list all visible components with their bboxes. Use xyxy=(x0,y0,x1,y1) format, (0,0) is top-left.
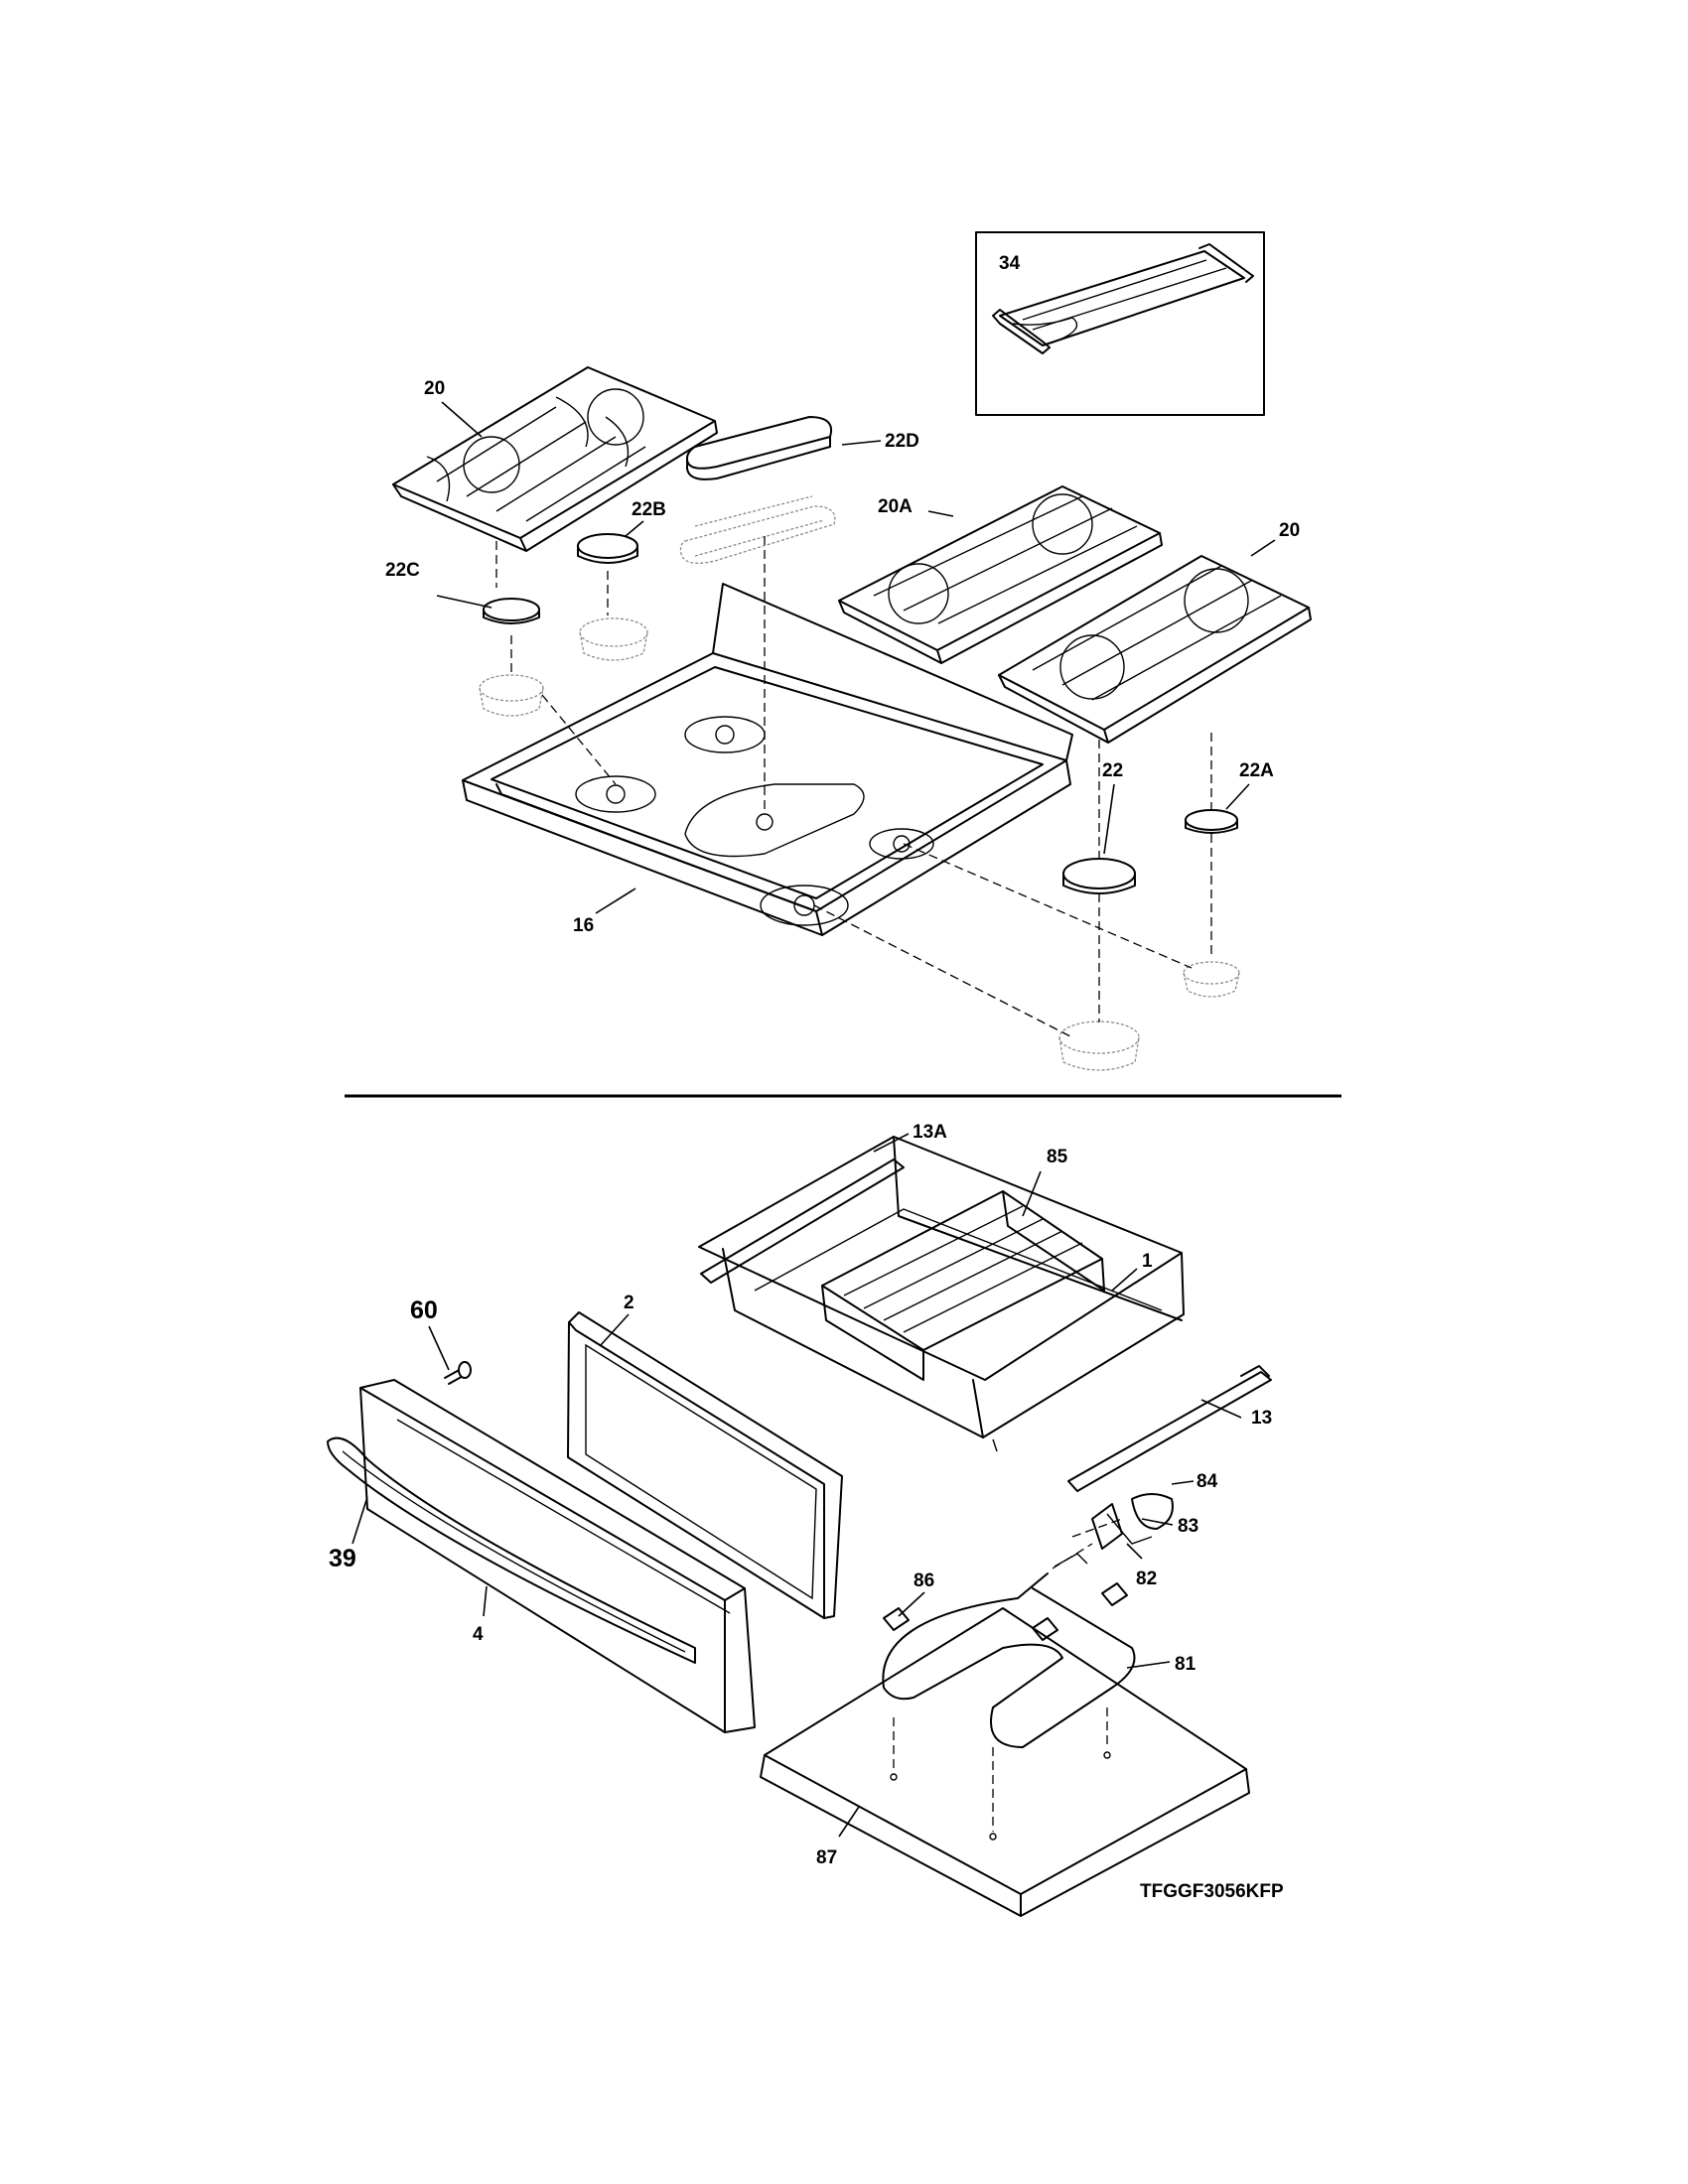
element-bracket-83-82-84 xyxy=(1091,1493,1174,1550)
grate-left xyxy=(392,366,718,552)
callout-81: 81 xyxy=(1175,1654,1196,1675)
callout-16: 16 xyxy=(573,915,594,936)
callout-39: 39 xyxy=(329,1545,356,1572)
griddle-inset xyxy=(975,231,1265,416)
drawer-bottom-87 xyxy=(760,1607,1250,1917)
callout-86: 86 xyxy=(914,1570,934,1591)
handle-39 xyxy=(327,1436,696,1664)
callout-20-left: 20 xyxy=(424,378,445,399)
callout-84: 84 xyxy=(1196,1471,1218,1492)
slide-13 xyxy=(1067,1365,1272,1492)
callout-87: 87 xyxy=(816,1847,837,1868)
caps-right xyxy=(1058,809,1240,1071)
callout-82: 82 xyxy=(1136,1569,1157,1589)
callout-22b: 22B xyxy=(632,499,666,520)
callout-13a: 13A xyxy=(913,1122,947,1143)
callout-1: 1 xyxy=(1142,1251,1153,1272)
callout-20-right: 20 xyxy=(1279,520,1300,541)
alignment-lines-top xyxy=(495,536,1212,1038)
door-liner-2 xyxy=(567,1311,843,1619)
grate-20a xyxy=(838,485,1163,664)
oval-cap-22d xyxy=(679,415,836,564)
callout-labels: 34 20 22D 22B 20A 20 22C 22 22A 16 13A 8… xyxy=(329,253,1300,1902)
callout-34: 34 xyxy=(999,253,1021,274)
callout-2: 2 xyxy=(624,1293,634,1313)
callout-22d: 22D xyxy=(885,431,919,452)
screw-60 xyxy=(444,1361,472,1385)
callout-20a: 20A xyxy=(878,496,913,517)
callout-85: 85 xyxy=(1047,1147,1068,1167)
grate-right xyxy=(998,555,1312,744)
callout-4: 4 xyxy=(473,1624,484,1645)
element-clips-86 xyxy=(883,1582,1128,1641)
caps-left xyxy=(479,533,648,717)
slide-13a xyxy=(700,1159,905,1284)
leader-lines xyxy=(352,401,1276,1838)
drawer-front-4 xyxy=(359,1379,756,1733)
callout-22a: 22A xyxy=(1239,760,1274,781)
cooktop-16 xyxy=(462,583,1073,936)
callout-60: 60 xyxy=(410,1297,438,1324)
callout-13: 13 xyxy=(1251,1408,1272,1429)
oven-rack-85 xyxy=(821,1190,1105,1381)
callout-22c: 22C xyxy=(385,560,420,581)
model-number: TFGGF3056KFP xyxy=(1140,1881,1284,1902)
alignment-lines-bottom xyxy=(1052,1518,1123,1570)
callout-22: 22 xyxy=(1102,760,1123,781)
drawer-body-1 xyxy=(698,1136,1185,1452)
callout-83: 83 xyxy=(1178,1516,1198,1537)
